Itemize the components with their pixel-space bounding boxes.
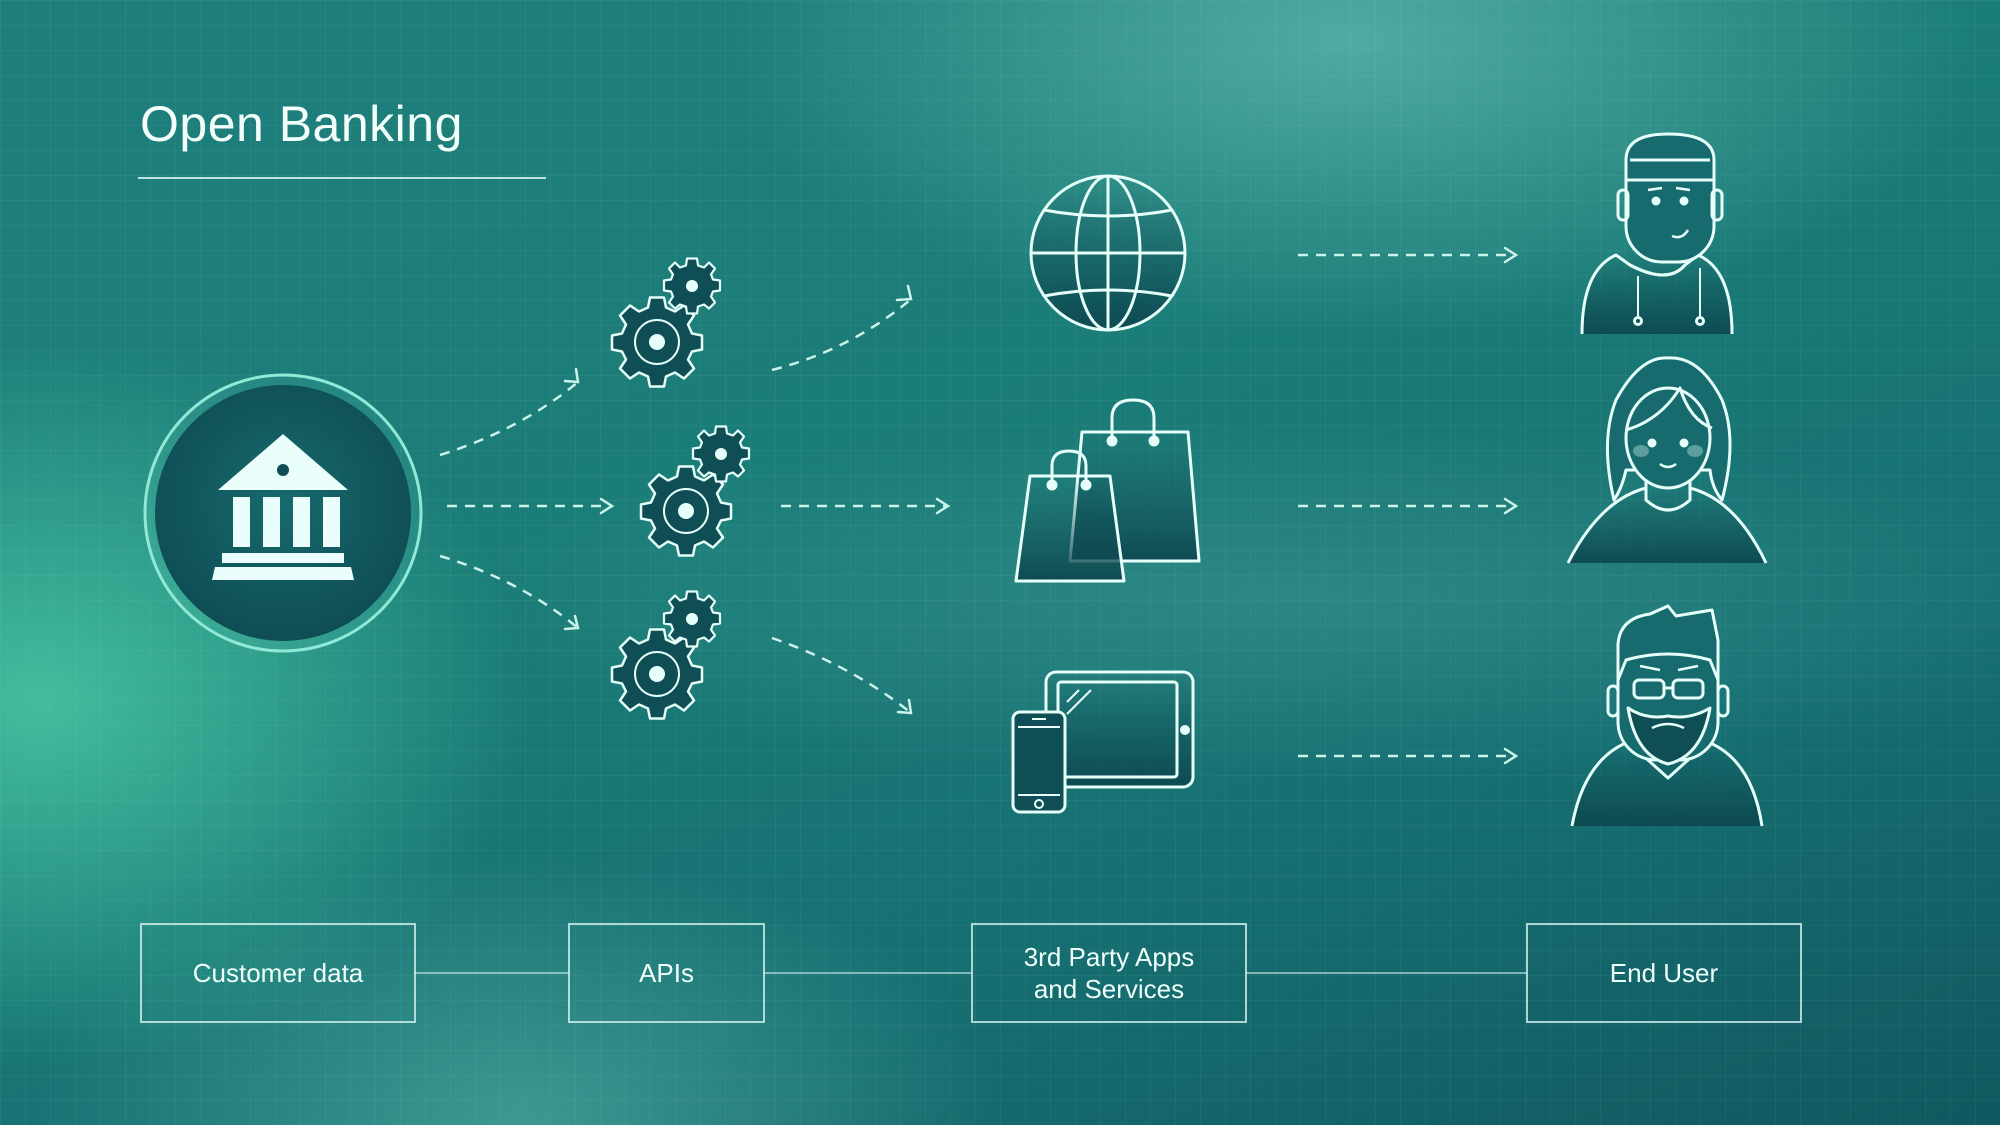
- connector-line: [1246, 972, 1527, 974]
- tablet-phone-icon: [1011, 670, 1195, 814]
- shopping-bags-icon: [1014, 398, 1201, 583]
- arrows-gears-to-services: [771, 299, 946, 713]
- gears-icon: [610, 590, 722, 720]
- bank-icon: [212, 434, 354, 580]
- gears-icon: [610, 257, 722, 388]
- bank-node: [143, 373, 423, 653]
- man-hoodie-avatar-icon: [1580, 132, 1734, 335]
- connector-line: [764, 972, 972, 974]
- arrowheads-bank-to-gears: [563, 367, 615, 631]
- page-title: Open Banking: [140, 96, 463, 152]
- arrowheads-services-to-users: [1503, 246, 1519, 765]
- globe-icon: [1029, 174, 1187, 332]
- woman-avatar-icon: [1566, 356, 1768, 564]
- apis-box: APIs: [568, 923, 765, 1023]
- arrows-bank-to-gears: [439, 381, 610, 629]
- customer-data-box: Customer data: [140, 923, 416, 1023]
- end-user-box: End User: [1526, 923, 1802, 1023]
- gears-icon: [639, 425, 751, 557]
- arrows-services-to-users: [1298, 253, 1514, 758]
- connector-line: [414, 972, 569, 974]
- man-glasses-avatar-icon: [1570, 604, 1764, 827]
- arrowheads-gears-to-services: [895, 284, 951, 715]
- title-underline: [138, 177, 546, 179]
- third-party-apps-box: 3rd Party Apps and Services: [971, 923, 1247, 1023]
